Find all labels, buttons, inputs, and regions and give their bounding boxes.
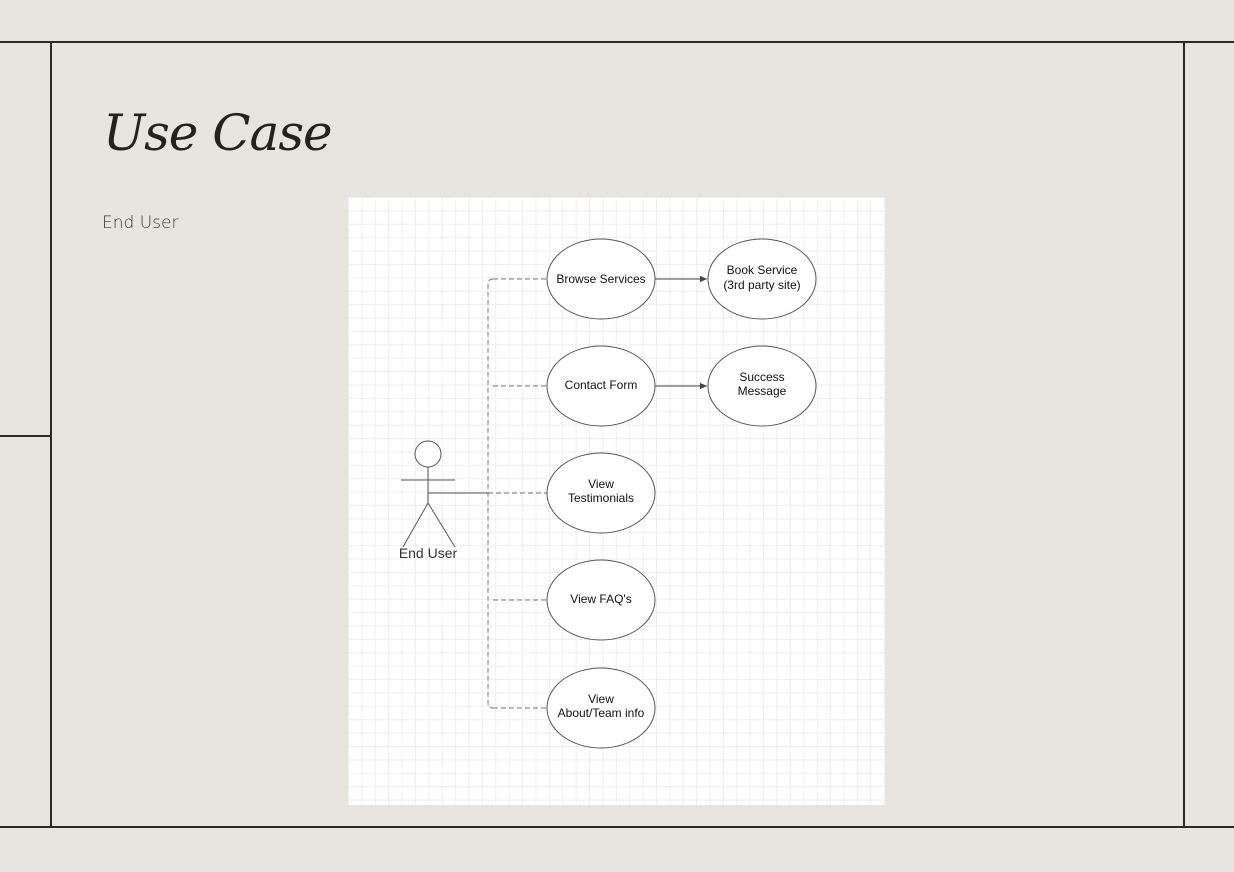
- actor-label: End User: [399, 545, 458, 561]
- use-case-diagram: End User Browse Services Book Service (3…: [348, 197, 885, 805]
- use-case-label: View: [588, 692, 614, 706]
- actor-left-leg: [402, 502, 429, 548]
- use-case-diagram-canvas: End User Browse Services Book Service (3…: [399, 238, 817, 749]
- use-case-book-service[interactable]: Book Service (3rd party site): [707, 238, 817, 320]
- use-case-ellipse: [546, 345, 656, 427]
- frame-right-line: [1183, 41, 1185, 827]
- use-case-label: (3rd party site): [723, 278, 800, 292]
- use-case-label: View: [588, 477, 614, 491]
- frame-left-line: [50, 41, 52, 827]
- frame-mid-left-tick: [0, 435, 51, 437]
- use-case-label: Testimonials: [568, 491, 634, 505]
- use-case-ellipse: [546, 559, 656, 641]
- use-case-label: Message: [738, 384, 787, 398]
- use-case-view-about-team[interactable]: View About/Team info: [546, 667, 656, 749]
- use-case-label: Success: [739, 370, 784, 384]
- use-case-label: Browse Services: [556, 272, 645, 286]
- actor-right-leg: [427, 502, 456, 548]
- actor-end-user: [401, 440, 456, 548]
- slide-subtitle: End User: [102, 213, 179, 233]
- use-case-ellipse: [707, 238, 817, 320]
- use-case-success-message[interactable]: Success Message: [707, 345, 817, 427]
- use-case-ellipse: [546, 238, 656, 320]
- use-case-label: About/Team info: [558, 706, 645, 720]
- use-case-ellipse: [707, 345, 817, 427]
- use-case-ellipse: [546, 452, 656, 534]
- use-case-label: Contact Form: [565, 378, 638, 392]
- use-case-contact-form[interactable]: Contact Form: [546, 345, 656, 427]
- slide-title: Use Case: [103, 104, 333, 162]
- use-case-view-faqs[interactable]: View FAQ's: [546, 559, 656, 641]
- actor-head: [414, 440, 442, 468]
- frame-bottom-line: [0, 826, 1234, 828]
- use-case-label: View FAQ's: [570, 592, 631, 606]
- frame-top-line: [0, 41, 1234, 43]
- use-case-browse-services[interactable]: Browse Services: [546, 238, 656, 320]
- use-case-view-testimonials[interactable]: View Testimonials: [546, 452, 656, 534]
- use-case-ellipse: [546, 667, 656, 749]
- use-case-label: Book Service: [727, 263, 798, 277]
